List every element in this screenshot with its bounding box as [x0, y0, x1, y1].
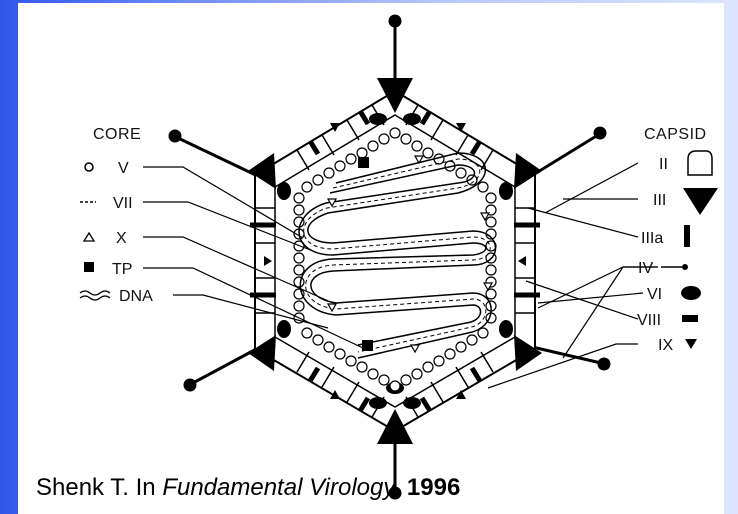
- capsid-legend-II-symbol: [688, 151, 712, 175]
- core-legend-TP-label: TP: [112, 261, 132, 278]
- capsid-legend-III-symbol: [683, 188, 718, 215]
- citation-source: Fundamental Virology,: [162, 474, 400, 501]
- capsid-legend-IX-label: IX: [658, 337, 673, 354]
- capsid-legend-IIIa-label: IIIa: [641, 230, 663, 247]
- capsid-legend-VIII-symbol: [682, 315, 698, 322]
- core-legend-DNA-label: DNA: [119, 288, 153, 305]
- capsid-legend-IIIa-symbol: [684, 225, 690, 247]
- core-legend-VII-label: VII: [113, 195, 133, 212]
- core-legend-title: CORE: [93, 126, 141, 143]
- capsid-legend-VI-symbol: [681, 286, 701, 300]
- core-legend-DNA-symbol: [80, 291, 110, 300]
- capsid-legend-III-label: III: [653, 192, 666, 209]
- capsid-legend-IV-symbol: [661, 264, 688, 270]
- capsid-legend-IV-label: IV: [638, 260, 653, 277]
- capsid-legend-II-label: II: [659, 156, 668, 173]
- capsid-legend-VIII-label: VIII: [637, 312, 661, 329]
- core-legend-V-symbol: [85, 163, 93, 171]
- capsid-legend-IX-symbol: [685, 339, 697, 349]
- core-legend-V-label: V: [118, 160, 129, 177]
- slide: CORE V VII X TP DNA CAPSID II III IIIa I…: [18, 3, 724, 514]
- core-legend-X-label: X: [116, 230, 127, 247]
- capsid-legend-VI-label: VI: [647, 286, 662, 303]
- core-legend-X-symbol: [84, 233, 94, 241]
- adenovirus-structure-diagram: CORE V VII X TP DNA CAPSID II III IIIa I…: [18, 3, 724, 514]
- citation-author: Shenk T. In: [36, 474, 156, 501]
- citation-year: 1996: [407, 474, 460, 501]
- capsid-legend-title: CAPSID: [644, 126, 707, 143]
- core-legend-TP-symbol: [84, 262, 94, 272]
- citation: Shenk T. In Fundamental Virology, 1996: [36, 474, 460, 502]
